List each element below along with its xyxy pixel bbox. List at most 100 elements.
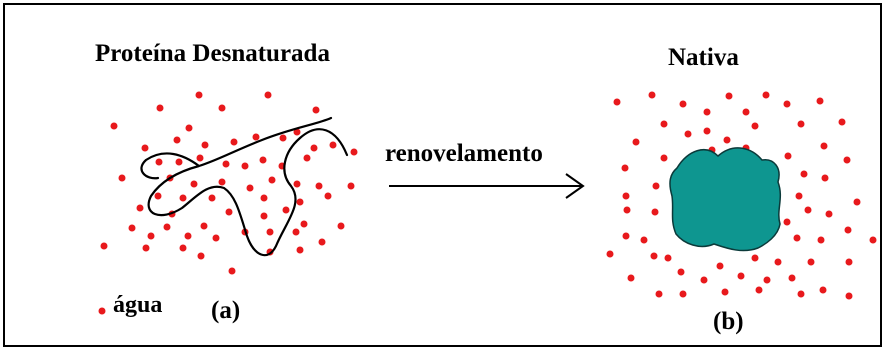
water-dot-icon — [259, 156, 267, 164]
water-dot-icon — [677, 268, 685, 276]
water-dot-icon — [774, 258, 782, 266]
water-dot-icon — [200, 222, 208, 230]
panel-label-b: (b) — [713, 308, 744, 335]
water-dot-icon — [296, 246, 304, 254]
legend-dot-icon — [98, 307, 106, 315]
water-dot-icon — [797, 290, 805, 298]
folded-blob-icon — [669, 147, 782, 252]
water-dot-icon — [784, 152, 792, 160]
water-dot-icon — [300, 220, 308, 228]
water-dot-icon — [838, 118, 846, 126]
water-dot-icon — [793, 234, 801, 242]
water-dot-icon — [337, 222, 345, 230]
water-dot-icon — [246, 184, 254, 192]
water-dot-icon — [763, 276, 771, 284]
water-dot-icon — [804, 206, 812, 214]
water-dot-icon — [324, 192, 332, 200]
water-dot-icon — [155, 158, 163, 166]
water-dot-icon — [228, 267, 236, 275]
water-dot-icon — [843, 156, 851, 164]
water-dot-icon — [350, 148, 358, 156]
water-dot-icon — [163, 223, 171, 231]
water-dot-icon — [208, 194, 216, 202]
water-dot-icon — [225, 208, 233, 216]
water-dot-icon — [613, 98, 621, 106]
water-dot-icon — [175, 158, 183, 166]
unfolded-chain-icon — [140, 116, 349, 257]
water-dot-icon — [312, 106, 320, 114]
water-dot-icon — [190, 180, 198, 188]
water-dot-icon — [632, 138, 640, 146]
water-dot-icon — [648, 91, 656, 99]
water-dot-icon — [241, 162, 249, 170]
water-dot-icon — [606, 250, 614, 258]
water-dot-icon — [742, 108, 750, 116]
water-dot-icon — [751, 254, 759, 262]
water-dot-icon — [703, 108, 711, 116]
water-dot-icon — [230, 138, 238, 146]
water-dot-icon — [723, 136, 731, 144]
water-dot-icon — [703, 127, 711, 135]
water-dot-icon — [118, 174, 126, 182]
legend-label: água — [113, 292, 163, 318]
water-dot-icon — [755, 286, 763, 294]
arrow-label: renovelamento — [385, 140, 543, 167]
water-dot-icon — [820, 142, 828, 150]
water-dot-icon — [184, 232, 192, 240]
water-dot-icon — [201, 141, 209, 149]
water-dot-icon — [627, 274, 635, 282]
water-dot-icon — [279, 134, 287, 142]
water-dot-icon — [100, 242, 108, 250]
water-dot-icon — [817, 236, 825, 244]
water-dot-icon — [845, 258, 853, 266]
water-dot-icon — [800, 170, 808, 178]
water-dot-icon — [640, 236, 648, 244]
water-dot-icon — [655, 290, 663, 298]
water-dot-icon — [652, 182, 660, 190]
water-dot-icon — [622, 232, 630, 240]
water-dot-icon — [783, 100, 791, 108]
native-title: Nativa — [668, 44, 739, 71]
water-dot-icon — [212, 234, 220, 242]
water-dot-icon — [154, 192, 162, 200]
water-dot-icon — [853, 198, 861, 206]
water-dot-icon — [651, 208, 659, 216]
figure-frame — [3, 3, 882, 347]
water-dot-icon — [725, 92, 733, 100]
water-dot-icon — [315, 182, 323, 190]
water-dot-icon — [128, 224, 136, 232]
water-dot-icon — [179, 194, 187, 202]
water-dot-icon — [621, 164, 629, 172]
water-dot-icon — [660, 120, 668, 128]
water-dot-icon — [819, 286, 827, 294]
water-dot-icon — [264, 91, 272, 99]
water-dot-icon — [318, 238, 326, 246]
water-dot-icon — [845, 292, 853, 300]
water-dot-icon — [185, 124, 193, 132]
water-dot-icon — [716, 262, 724, 270]
water-dot-icon — [816, 97, 824, 105]
water-dot-icon — [293, 180, 301, 188]
water-dot-icon — [303, 154, 311, 162]
water-dot-icon — [721, 288, 729, 296]
water-dot-icon — [310, 144, 318, 152]
water-dot-icon — [156, 104, 164, 112]
water-dot-icon — [684, 130, 692, 138]
water-dot-icon — [293, 128, 301, 136]
water-dot-icon — [797, 120, 805, 128]
water-dot-icon — [650, 252, 658, 260]
water-dot-icon — [282, 206, 290, 214]
panel-label-a: (a) — [211, 297, 241, 324]
water-dot-icon — [329, 141, 337, 149]
water-dot-icon — [679, 290, 687, 298]
water-dot-icon — [197, 252, 205, 260]
water-dot-icon — [266, 228, 274, 236]
water-dot-icon — [762, 91, 770, 99]
denatured-title: Proteína Desnaturada — [95, 40, 330, 67]
water-dot-icon — [751, 122, 759, 130]
water-dot-icon — [347, 182, 355, 190]
water-dot-icon — [252, 133, 260, 141]
water-dot-icon — [260, 212, 268, 220]
water-dot-icon — [788, 274, 796, 282]
water-dot-icon — [195, 91, 203, 99]
